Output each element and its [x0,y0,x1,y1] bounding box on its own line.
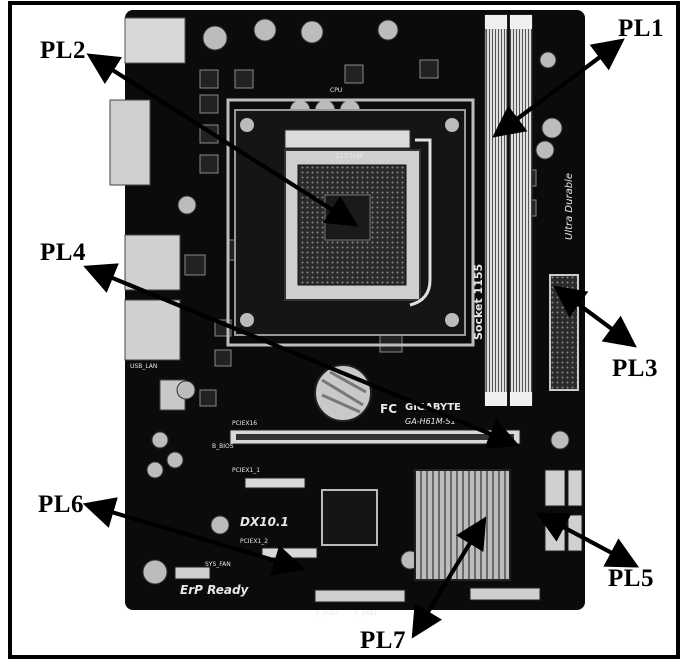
usb-lan-text: USB_LAN [130,363,157,370]
label-pl2: PL2 [40,38,86,63]
label-pl1: PL1 [618,16,664,41]
socket-small-text: 1155LM [335,152,363,160]
board-side-text: Ultra Durable [564,173,575,240]
label-pl5: PL5 [608,566,654,591]
label-pl6: PL6 [38,492,84,517]
pciex1-slot-1 [245,478,305,488]
io-chip [322,490,377,545]
front-usb-headers [315,590,405,602]
label-pl7: PL7 [360,628,406,653]
motherboard-pcb: 1155LM CPU Socket 1155 Ultra Durable FC … [110,10,585,617]
pch-heatsink [415,470,510,580]
sys-fan-header [175,567,210,579]
pciex1-2-text: PCIEX1_2 [240,538,268,545]
front-panel-header [470,588,540,600]
label-pl4: PL4 [40,240,86,265]
f-usb1-text: F_USB1 [355,610,378,617]
fc-text: FC [380,402,397,416]
sys-fan-text: SYS_FAN [205,561,231,568]
erp-text: ErP Ready [180,583,250,597]
cpu-text: CPU [330,87,342,94]
atx-power-connector [550,275,578,390]
dx-text: DX10.1 [240,515,289,529]
socket-label-text: Socket 1155 [472,264,485,340]
label-pl3: PL3 [612,356,658,381]
cpu-socket: 1155LM CPU [228,87,473,345]
pciex1-1-text: PCIEX1_1 [232,467,260,474]
bios-text: B_BIOS [212,443,234,450]
f-usb2-text: F_USB2 [316,610,339,617]
pciex16-text: PCIEX16 [232,420,257,427]
pciex1-slot-2 [262,548,317,558]
